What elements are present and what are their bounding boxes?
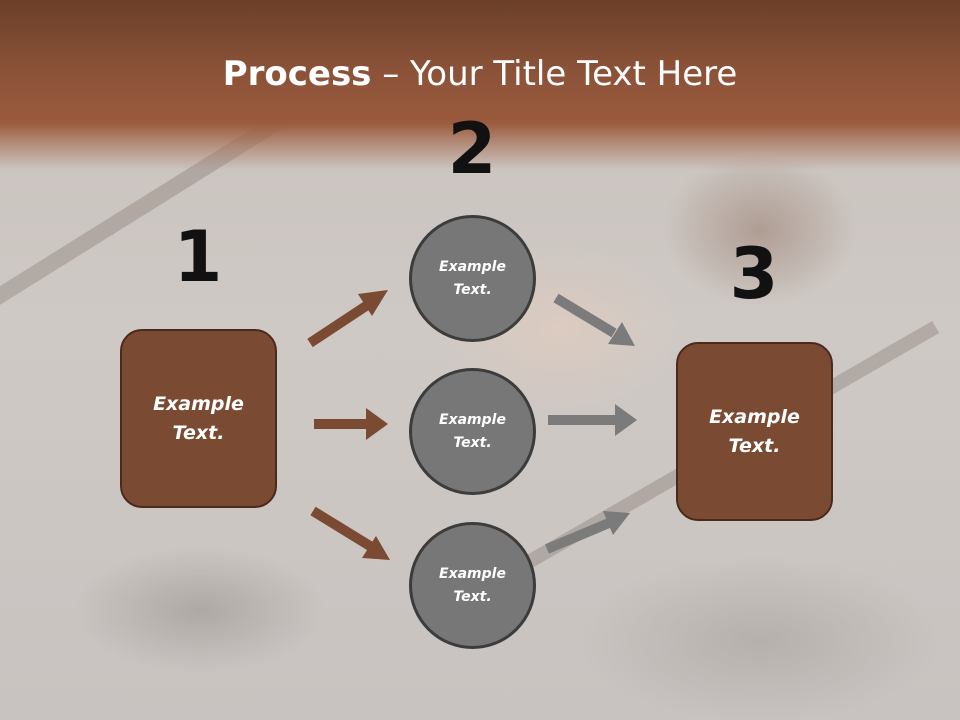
step-3-text: Example Text. [709, 405, 800, 457]
arrow-from-middle-circle [548, 404, 637, 436]
step-2-circle-middle: Example Text. [409, 368, 536, 495]
step-number-1: 1 [173, 216, 223, 298]
circle-bottom-text: Example Text. [439, 565, 506, 605]
step-3-box: Example Text. [676, 342, 833, 521]
step-2-circle-top: Example Text. [409, 215, 536, 342]
title-rest: – Your Title Text Here [371, 54, 738, 94]
arrow-from-bottom-circle [545, 511, 630, 554]
arrow-from-top-circle [553, 293, 635, 346]
slide-title: Process – Your Title Text Here [0, 54, 960, 94]
title-band [0, 0, 960, 170]
step-number-3: 3 [729, 233, 779, 315]
step-number-2: 2 [447, 108, 497, 190]
title-bold: Process [222, 54, 372, 94]
circle-top-text: Example Text. [439, 258, 506, 298]
step-1-box: Example Text. [120, 329, 277, 508]
step-1-text: Example Text. [153, 392, 244, 444]
arrow-to-top-circle [307, 290, 388, 348]
arrow-to-bottom-circle [310, 506, 390, 560]
circle-middle-text: Example Text. [439, 411, 506, 451]
arrow-to-middle-circle [314, 408, 388, 440]
step-2-circle-bottom: Example Text. [409, 522, 536, 649]
